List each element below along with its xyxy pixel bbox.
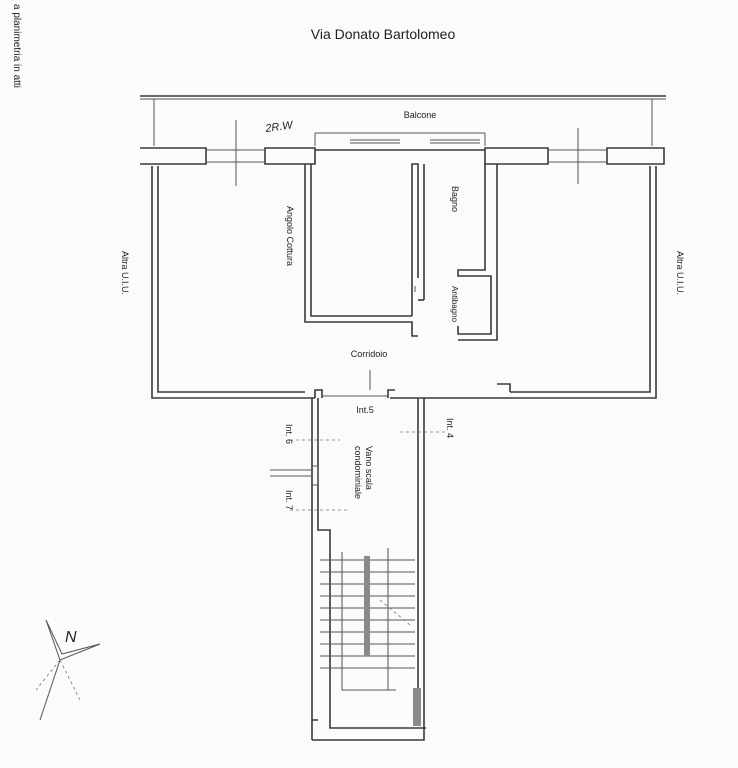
balcony	[140, 95, 666, 146]
svg-text:a planimetria in atti: a planimetria in atti	[11, 4, 22, 88]
svg-text:Altra U.I.U.: Altra U.I.U.	[120, 251, 130, 295]
label-vano-scala: Vano scala condominiale	[353, 446, 374, 499]
label-angolo-cottura: Angolo Cottura	[285, 206, 295, 266]
label-int4: Int. 4	[445, 418, 455, 438]
bath-walls	[418, 164, 498, 341]
label-int7: Int. 7	[284, 490, 294, 510]
svg-text:Angolo Cottura: Angolo Cottura	[285, 206, 295, 266]
stair-shaft	[270, 370, 445, 741]
svg-text:Bagno: Bagno	[450, 186, 460, 212]
label-altra-left: Altra U.I.U.	[120, 251, 130, 295]
margin-note: a planimetria in atti	[11, 4, 22, 88]
north-arrow-icon: N	[35, 619, 101, 721]
label-corridoio: Corridoio	[351, 349, 388, 359]
svg-text:Int. 4: Int. 4	[445, 418, 455, 438]
label-int5: Int.5	[356, 405, 374, 415]
label-bagno: Bagno	[450, 186, 460, 212]
svg-text:N: N	[65, 629, 77, 646]
street-title: Via Donato Bartolomeo	[311, 26, 456, 42]
label-altra-right: Altra U.I.U.	[675, 251, 685, 295]
label-antibagno: Antibagno	[450, 286, 459, 323]
svg-text:Antibagno: Antibagno	[450, 286, 459, 323]
apartment-walls	[151, 166, 657, 399]
kitchen-walls	[304, 163, 419, 337]
label-balcone: Balcone	[404, 110, 437, 120]
label-int6: Int. 6	[284, 424, 294, 444]
svg-text:condominiale: condominiale	[353, 446, 363, 499]
svg-text:Vano scala: Vano scala	[364, 446, 374, 490]
svg-text:Int. 6: Int. 6	[284, 424, 294, 444]
handwritten-note: 2R.W	[264, 119, 295, 135]
front-wall	[140, 120, 665, 186]
svg-text:Altra U.I.U.: Altra U.I.U.	[675, 251, 685, 295]
stair-treads	[320, 548, 415, 691]
svg-text:Int. 7: Int. 7	[284, 490, 294, 510]
